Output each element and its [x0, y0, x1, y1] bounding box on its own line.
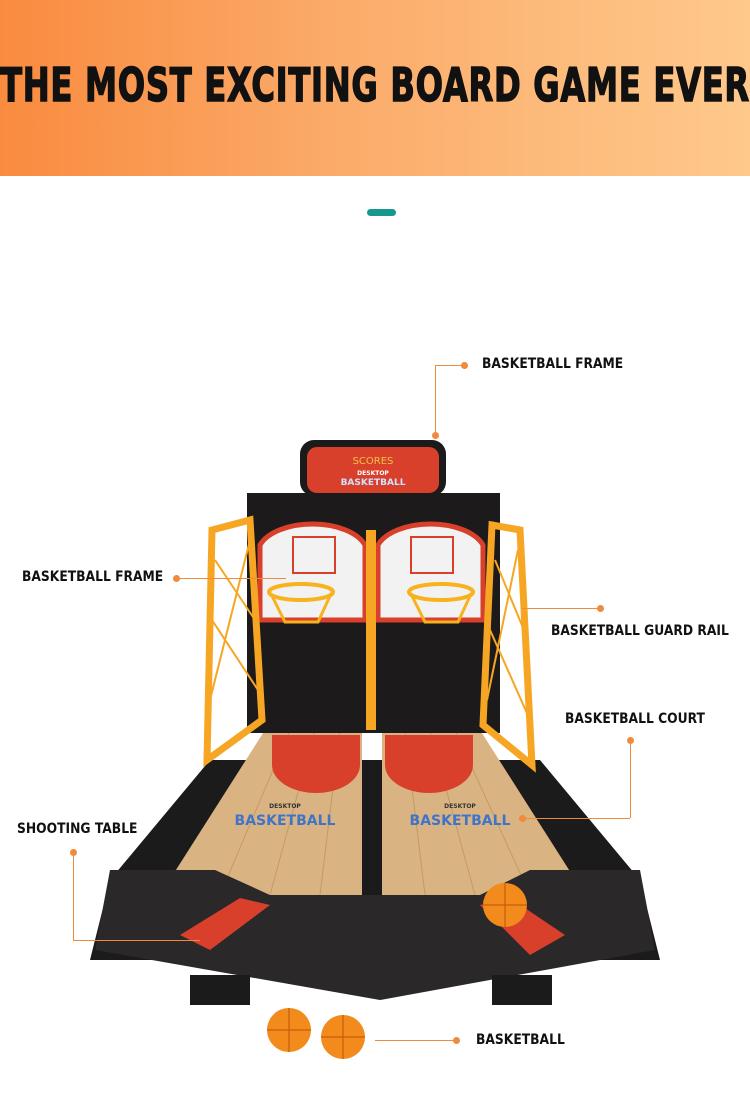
scoreboard-logo-line2: BASKETBALL	[341, 478, 406, 488]
court-logo-right-line2: BASKETBALL	[410, 813, 511, 829]
callout-line	[73, 940, 200, 941]
court-logo-left-line2: BASKETBALL	[235, 813, 336, 829]
callout-court: BASKETBALL COURT	[565, 711, 705, 727]
callout-line	[630, 740, 631, 818]
scoreboard-logo-line1: DESKTOP	[357, 470, 389, 477]
left-launcher	[180, 898, 270, 950]
callout-line	[73, 852, 74, 940]
callout-line	[435, 365, 464, 366]
section-divider	[367, 209, 396, 216]
callout-dot	[432, 432, 439, 439]
callout-dot	[627, 737, 634, 744]
right-backboard	[375, 521, 486, 623]
header-banner: THE MOST EXCITING BOARD GAME EVER	[0, 0, 750, 176]
right-hoop	[407, 582, 475, 602]
callout-dot	[453, 1037, 460, 1044]
callout-line	[435, 365, 436, 435]
callout-dot	[70, 849, 77, 856]
callout-line	[375, 1040, 456, 1041]
callout-line	[522, 608, 600, 609]
left-backboard	[257, 521, 368, 623]
callout-dot	[461, 362, 468, 369]
court-logo-right-line1: DESKTOP	[444, 803, 476, 810]
callout-dot	[173, 575, 180, 582]
right-guard-rail	[479, 520, 536, 773]
callout-guard-rail: BASKETBALL GUARD RAIL	[551, 623, 729, 639]
callout-basketball-frame-top: BASKETBALL FRAME	[482, 356, 624, 372]
banner-title: THE MOST EXCITING BOARD GAME EVER	[0, 57, 750, 113]
callout-line	[522, 818, 630, 819]
court-logo-left-line1: DESKTOP	[269, 803, 301, 810]
callout-dot	[597, 605, 604, 612]
callout-shooting-table: SHOOTING TABLE	[17, 821, 138, 837]
callout-basketball: BASKETBALL	[476, 1032, 565, 1048]
callout-basketball-frame-left: BASKETBALL FRAME	[22, 569, 164, 585]
left-hoop	[267, 582, 335, 602]
left-guard-rail	[203, 515, 266, 767]
scoreboard-label: SCORES	[353, 456, 394, 467]
callout-line	[176, 578, 286, 579]
callout-dot	[519, 815, 526, 822]
